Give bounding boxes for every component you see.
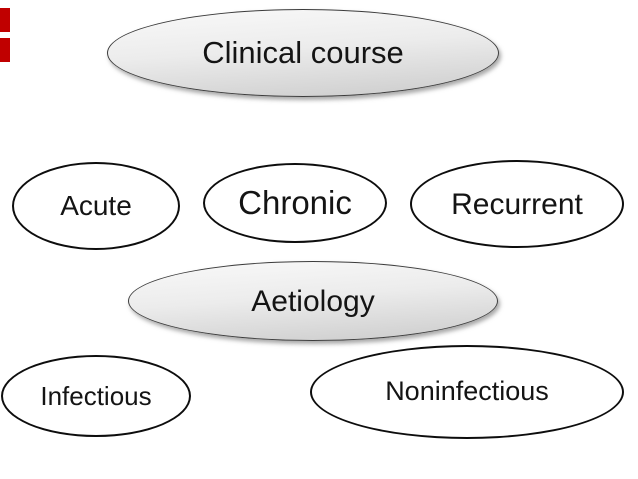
node-chronic: Chronic <box>203 163 387 243</box>
node-recurrent: Recurrent <box>410 160 624 248</box>
node-recurrent-label: Recurrent <box>451 187 583 221</box>
node-noninfectious: Noninfectious <box>310 345 624 439</box>
node-aetiology: Aetiology <box>128 261 498 341</box>
node-acute: Acute <box>12 162 180 250</box>
node-clinical-course-label: Clinical course <box>202 34 404 70</box>
red-marker-top <box>0 8 10 32</box>
node-chronic-label: Chronic <box>238 183 352 221</box>
node-infectious: Infectious <box>1 355 191 437</box>
node-clinical-course: Clinical course <box>107 9 499 97</box>
red-marker-bottom <box>0 38 10 62</box>
node-acute-label: Acute <box>60 189 132 221</box>
node-infectious-label: Infectious <box>40 380 152 411</box>
node-aetiology-label: Aetiology <box>251 284 375 318</box>
node-noninfectious-label: Noninfectious <box>385 376 549 407</box>
